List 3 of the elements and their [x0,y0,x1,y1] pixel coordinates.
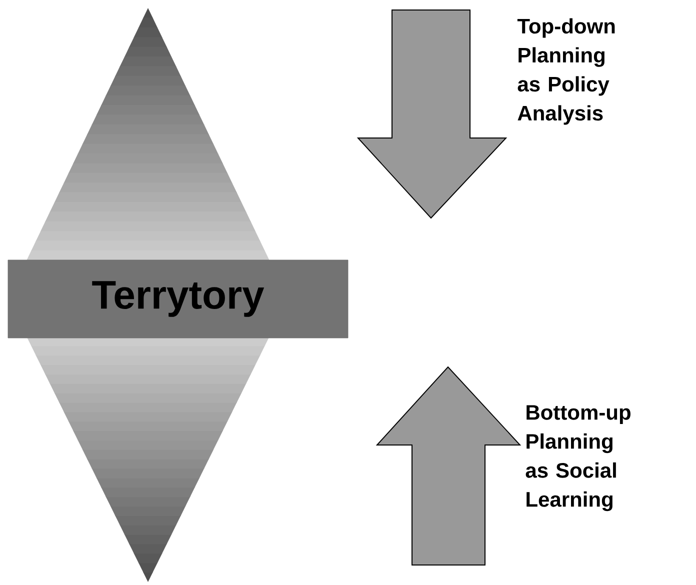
band: Terrytory [8,260,348,338]
side-label: Top-down Planning as Policy Analysis [517,18,615,125]
side-label: Bottom-up Planning as Social Learning [526,405,630,512]
